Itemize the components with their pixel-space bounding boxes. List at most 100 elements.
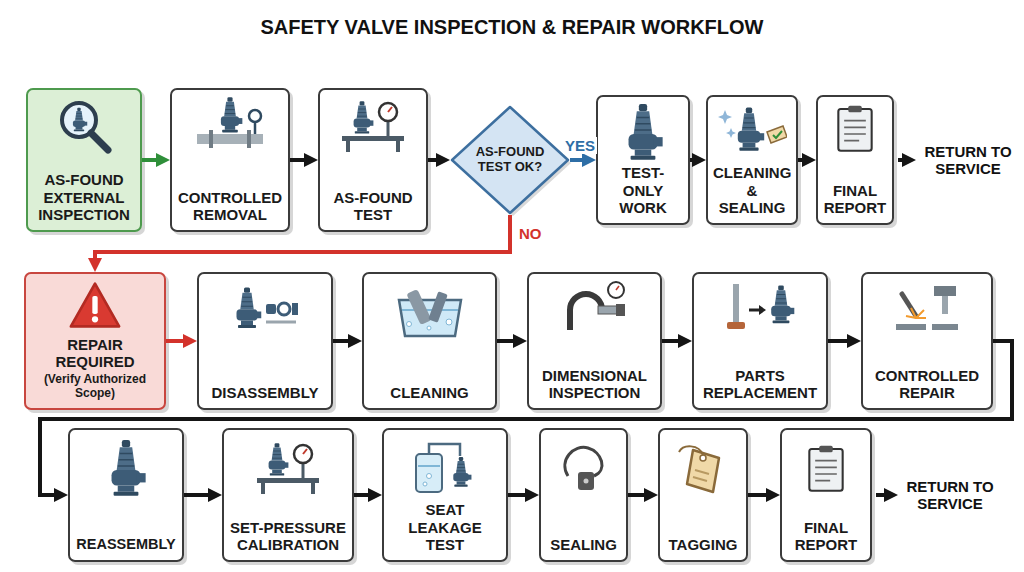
box-fill xyxy=(68,428,184,562)
box-fill xyxy=(26,88,142,232)
micrometer-icon xyxy=(570,282,625,330)
diagram-title: SAFETY VALVE INSPECTION & REPAIR WORKFLO… xyxy=(0,16,1024,39)
terminal-label: RETURN TO SERVICE xyxy=(918,143,1018,178)
flow-arrow xyxy=(354,493,375,497)
flow-arrow xyxy=(333,339,355,343)
node-label: AS-FOUND TEST OK? xyxy=(474,145,546,175)
box-fill xyxy=(780,428,872,562)
node-label: PARTS REPLACEMENT xyxy=(699,367,821,402)
process-box: PARTS REPLACEMENT xyxy=(692,272,828,410)
box-fill xyxy=(596,95,690,225)
flow-arrow xyxy=(142,158,163,162)
box-fill xyxy=(24,272,166,410)
repair-icon xyxy=(896,286,958,330)
removal-icon xyxy=(197,97,263,148)
process-box: REASSEMBLY xyxy=(68,428,184,562)
node-label: REPAIR REQUIRED xyxy=(31,336,159,371)
flow-arrow xyxy=(290,158,311,162)
process-box: CLEANING & SEALING xyxy=(706,95,798,225)
valve-icon xyxy=(629,104,663,160)
return-arrow xyxy=(898,158,909,162)
report-icon xyxy=(809,446,842,491)
alert-box: REPAIR REQUIRED(Verify Authorized Scope) xyxy=(24,272,166,410)
box-fill xyxy=(222,428,354,562)
tag-icon xyxy=(679,446,719,492)
box-fill xyxy=(318,88,428,232)
flow-arrow xyxy=(95,215,510,265)
flow-arrow xyxy=(798,158,809,162)
valve-icon xyxy=(112,440,146,496)
process-box: CONTROLLED REPAIR xyxy=(861,272,993,410)
node-label: AS-FOUND TEST xyxy=(325,189,421,224)
return-arrow xyxy=(876,493,891,497)
decision-diamond: AS-FOUND TEST OK? xyxy=(450,105,570,215)
calibration-bench-icon xyxy=(257,443,319,494)
process-box: AS-FOUND TEST xyxy=(318,88,428,232)
process-box: FINAL REPORT xyxy=(816,95,894,225)
terminal-label: RETURN TO SERVICE xyxy=(900,478,1000,513)
flow-arrow xyxy=(508,493,532,497)
process-box: TEST-ONLY WORK xyxy=(596,95,690,225)
flow-arrow xyxy=(428,158,443,162)
box-fill xyxy=(197,272,333,410)
node-label: CLEANING xyxy=(369,384,490,401)
box-fill xyxy=(658,428,748,562)
node-label: CLEANING & SEALING xyxy=(713,164,791,216)
flow-arrow xyxy=(184,493,215,497)
process-box: FINAL REPORT xyxy=(780,428,872,562)
box-fill xyxy=(382,428,508,562)
process-box: DIMENSIONAL INSPECTION xyxy=(527,272,662,410)
box-fill xyxy=(861,272,993,410)
node-label: SEALING xyxy=(546,536,621,553)
process-box: SET-PRESSURE CALIBRATION xyxy=(222,428,354,562)
flow-arrow xyxy=(497,339,520,343)
box-fill xyxy=(692,272,828,410)
start-box: AS-FOUND EXTERNAL INSPECTION xyxy=(26,88,142,232)
diamond-fill xyxy=(452,107,568,213)
box-fill xyxy=(816,95,894,225)
process-box: CLEANING xyxy=(362,272,497,410)
process-box: TAGGING xyxy=(658,428,748,562)
disassembly-icon xyxy=(237,288,299,329)
flow-arrow xyxy=(828,339,854,343)
process-box: CONTROLLED REMOVAL xyxy=(170,88,290,232)
node-label: FINAL REPORT xyxy=(787,519,865,554)
flow-arrow xyxy=(570,158,589,162)
node-label: CONTROLLED REPAIR xyxy=(868,367,986,402)
box-fill xyxy=(539,428,628,562)
test-bench-icon xyxy=(342,101,404,152)
box-fill xyxy=(362,272,497,410)
node-label: CONTROLLED REMOVAL xyxy=(177,189,283,224)
leak-test-icon xyxy=(416,444,471,492)
node-label: TEST-ONLY WORK xyxy=(603,164,683,216)
node-note: (Verify Authorized Scope) xyxy=(31,373,159,401)
process-box: DISASSEMBLY xyxy=(197,272,333,410)
inspection-icon xyxy=(62,103,108,150)
process-box: SEALING xyxy=(539,428,628,562)
box-fill xyxy=(527,272,662,410)
edge-label: YES xyxy=(563,137,597,154)
flow-arrow xyxy=(690,158,699,162)
seal-icon xyxy=(565,447,602,490)
flow-arrow xyxy=(662,339,685,343)
flow-arrow xyxy=(748,493,773,497)
report-icon xyxy=(838,106,871,151)
flow-arrow xyxy=(166,339,190,343)
node-label: DISASSEMBLY xyxy=(204,384,326,401)
node-label: FINAL REPORT xyxy=(823,182,887,217)
box-fill xyxy=(706,95,798,225)
node-label: SEAT LEAKAGE TEST xyxy=(389,501,501,553)
node-label: AS-FOUND EXTERNAL INSPECTION xyxy=(33,171,135,223)
edge-label: NO xyxy=(517,225,544,242)
flow-arrow xyxy=(628,493,651,497)
parts-icon xyxy=(727,284,794,329)
flow-arrow xyxy=(40,341,1012,495)
node-label: SET-PRESSURE CALIBRATION xyxy=(229,519,347,554)
warning-icon xyxy=(71,284,119,327)
process-box: SEAT LEAKAGE TEST xyxy=(382,428,508,562)
cleaning-tank-icon xyxy=(399,289,461,336)
node-label: TAGGING xyxy=(665,536,741,553)
node-label: REASSEMBLY xyxy=(75,536,177,553)
node-label: DIMENSIONAL INSPECTION xyxy=(534,367,655,402)
box-fill xyxy=(170,88,290,232)
